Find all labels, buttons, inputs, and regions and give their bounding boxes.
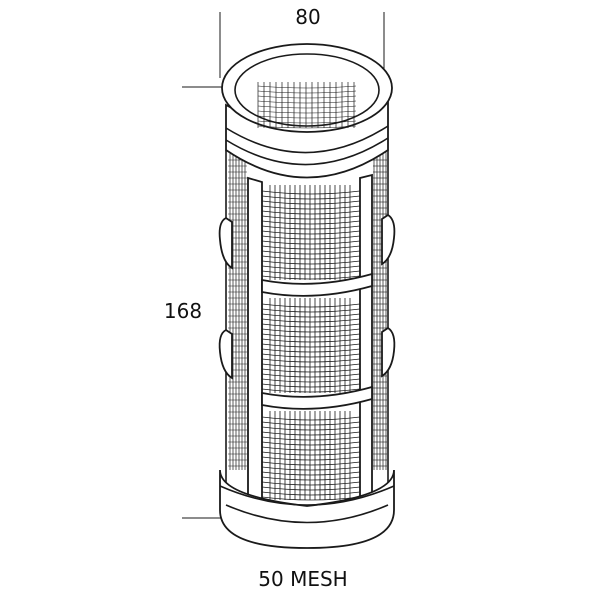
mesh-line xyxy=(257,115,357,119)
mesh-line xyxy=(261,416,361,421)
mesh-line xyxy=(261,338,361,343)
mesh-line xyxy=(261,260,361,265)
width-dimension-label: 80 xyxy=(295,5,320,29)
mesh-line xyxy=(261,313,361,318)
mesh-line xyxy=(261,220,361,225)
mesh-line xyxy=(261,426,361,431)
mesh-line xyxy=(261,436,361,441)
rib-right xyxy=(359,173,373,508)
ring-right-upper xyxy=(381,213,396,266)
mesh-line xyxy=(257,120,357,124)
mesh-line xyxy=(257,95,357,99)
mesh-line xyxy=(261,250,361,255)
mesh-line xyxy=(261,431,361,436)
mesh-line xyxy=(257,85,357,89)
mesh-line xyxy=(261,270,361,275)
mesh-line xyxy=(261,215,361,220)
mesh-line xyxy=(261,303,361,308)
ring-right-middle xyxy=(381,326,396,378)
mesh-line xyxy=(257,110,357,114)
band-upper xyxy=(261,272,373,297)
mesh-line xyxy=(261,318,361,323)
mesh-line xyxy=(261,275,361,280)
mesh-line xyxy=(261,378,361,383)
mesh-line xyxy=(261,476,361,481)
mesh-line xyxy=(261,328,361,333)
inner-mesh xyxy=(257,82,357,129)
mesh-line xyxy=(261,491,361,496)
mesh-line xyxy=(261,343,361,348)
mesh-line xyxy=(261,205,361,210)
mesh-line xyxy=(261,245,361,250)
mesh-line xyxy=(261,388,361,393)
top-cap-groove xyxy=(225,125,389,154)
cylinder-body xyxy=(225,150,389,500)
height-dimension-label: 168 xyxy=(164,299,202,323)
mesh-line xyxy=(261,230,361,235)
mesh-line xyxy=(261,373,361,378)
mesh-line xyxy=(261,235,361,240)
top-cap xyxy=(221,43,393,179)
mesh-line xyxy=(261,210,361,215)
bottom-cap-side xyxy=(219,469,395,549)
mesh-line xyxy=(261,333,361,338)
mesh-line xyxy=(261,255,361,260)
mesh-line xyxy=(261,446,361,451)
mesh-line xyxy=(261,481,361,486)
dimension-lines xyxy=(182,12,385,519)
mesh-line xyxy=(261,225,361,230)
top-cap-rim-inner xyxy=(234,53,380,127)
back-mesh xyxy=(228,152,387,470)
mesh-line xyxy=(261,323,361,328)
rib-left xyxy=(247,176,263,512)
mesh-line xyxy=(261,348,361,353)
mesh-line xyxy=(261,363,361,368)
bottom-cap xyxy=(219,469,395,549)
front-mesh xyxy=(261,185,361,501)
mesh-caption: 50 MESH xyxy=(258,567,347,591)
top-cap-groove-2 xyxy=(225,137,389,166)
mesh-line xyxy=(261,358,361,363)
mesh-line xyxy=(261,486,361,491)
ring-left-upper xyxy=(218,216,233,270)
ring-left-middle xyxy=(218,328,233,380)
mesh-line xyxy=(261,190,361,195)
mesh-line xyxy=(261,471,361,476)
mesh-line xyxy=(261,456,361,461)
mesh-line xyxy=(261,308,361,313)
side-rings xyxy=(218,213,396,380)
mesh-line xyxy=(261,195,361,200)
mesh-line xyxy=(261,240,361,245)
bottom-cap-groove xyxy=(219,485,395,506)
mesh-line xyxy=(261,441,361,446)
band-lower xyxy=(261,385,373,410)
mesh-line xyxy=(257,105,357,109)
mesh-line xyxy=(261,466,361,471)
mesh-line xyxy=(261,383,361,388)
mesh-line xyxy=(261,200,361,205)
mesh-line xyxy=(261,353,361,358)
horizontal-bands xyxy=(261,272,373,410)
bottom-cap-groove-2 xyxy=(225,504,389,524)
mesh-line xyxy=(261,461,361,466)
mesh-line xyxy=(261,368,361,373)
mesh-line xyxy=(261,421,361,426)
mesh-line xyxy=(257,90,357,94)
mesh-line xyxy=(257,125,357,129)
mesh-line xyxy=(257,100,357,104)
mesh-line xyxy=(261,265,361,270)
mesh-line xyxy=(261,451,361,456)
